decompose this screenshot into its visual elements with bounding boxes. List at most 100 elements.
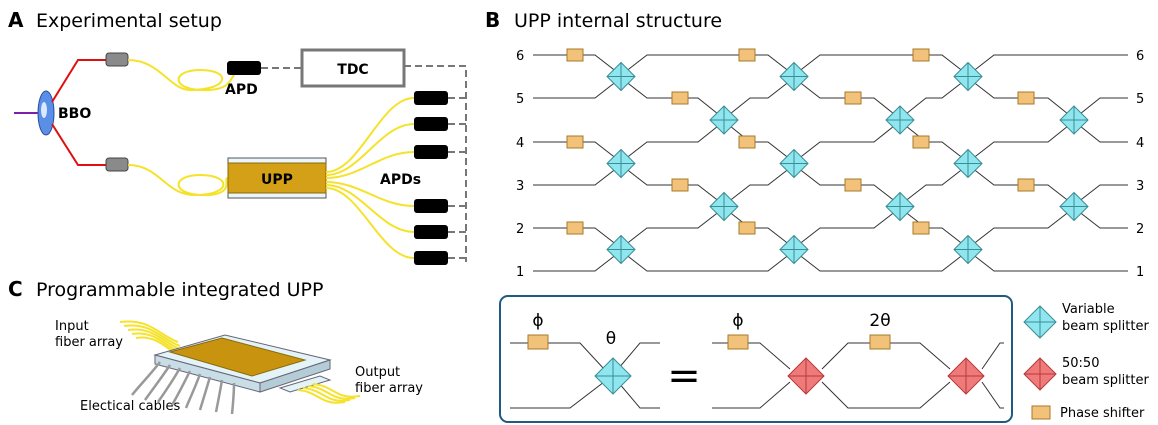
variable-beam-splitter xyxy=(885,105,915,135)
apd-output-3 xyxy=(414,145,448,159)
phase-shifter xyxy=(912,135,930,149)
fiber-coupler-upper xyxy=(105,52,129,67)
legend-phase-shifter-icon xyxy=(1031,405,1051,420)
variable-beam-splitter xyxy=(779,61,809,92)
panel-b-letter: B xyxy=(485,8,500,32)
variable-beam-splitter xyxy=(953,61,983,92)
electrical-cables xyxy=(131,361,236,415)
upp-label: UPP xyxy=(261,172,293,188)
inset-5050-bs-2 xyxy=(947,357,985,395)
inset-right: ϕ 2θ xyxy=(712,311,1004,409)
phase-shifter xyxy=(566,48,584,62)
phase-shifter xyxy=(738,221,756,235)
panel-a: A Experimental setup BBO APD TDC UPP xyxy=(8,8,467,265)
legend: Variable beam splitter 50:50 beam splitt… xyxy=(1023,302,1149,421)
apd-label: APD xyxy=(225,82,258,98)
waveguide-mode-2 xyxy=(533,212,1128,244)
port-right-3: 3 xyxy=(1136,179,1144,194)
port-right-1: 1 xyxy=(1136,265,1144,280)
phase-shifter xyxy=(738,48,756,62)
port-left-1: 1 xyxy=(516,265,524,280)
variable-beam-splitter xyxy=(1059,191,1089,222)
apds-label: APDs xyxy=(380,172,421,188)
variable-beam-splitter xyxy=(779,148,809,179)
equivalence-inset xyxy=(499,295,1013,423)
inset-equals: = xyxy=(667,353,701,399)
phase-shifter xyxy=(738,135,756,149)
apd-cables xyxy=(448,97,466,259)
variable-beam-splitter xyxy=(606,234,636,265)
port-right-6: 6 xyxy=(1136,49,1144,64)
phase-shifter xyxy=(566,135,584,149)
cables-label: Electical cables xyxy=(80,399,181,414)
mesh-beam-splitters xyxy=(606,61,1089,265)
legend-bs-line2: beam splitter xyxy=(1062,373,1149,388)
output-fiber-array xyxy=(297,383,361,404)
panel-a-title: Experimental setup xyxy=(36,10,222,32)
inset-theta: θ xyxy=(606,329,616,349)
input-label-line2: fiber array xyxy=(55,335,123,350)
output-label-line2: fiber array xyxy=(355,381,423,396)
port-left-3: 3 xyxy=(516,179,524,194)
inset-phi-right: ϕ xyxy=(732,311,743,331)
mesh-phase-shifters xyxy=(566,48,1035,235)
variable-beam-splitter xyxy=(953,148,983,179)
phase-shifter xyxy=(844,178,862,192)
variable-beam-splitter xyxy=(1059,105,1089,135)
variable-beam-splitter xyxy=(709,191,739,222)
legend-5050-bs-icon xyxy=(1023,357,1057,391)
variable-beam-splitter xyxy=(885,191,915,222)
port-left-5: 5 xyxy=(516,92,524,107)
phase-shifter xyxy=(912,221,930,235)
variable-beam-splitter xyxy=(779,234,809,265)
output-label-line1: Output xyxy=(355,365,400,380)
output-fiber-bundle xyxy=(325,97,415,259)
legend-bs-line1: 50:50 xyxy=(1062,356,1099,371)
fiber-loop-upper xyxy=(127,59,251,92)
panel-c: C Programmable integrated UPP Input fibe… xyxy=(8,277,423,415)
photon-path-lower xyxy=(51,123,108,166)
variable-beam-splitter xyxy=(606,148,636,179)
phase-shifter xyxy=(912,48,930,62)
apd-trigger xyxy=(227,61,261,75)
port-left-6: 6 xyxy=(516,49,524,64)
phase-shifter xyxy=(1017,178,1035,192)
panel-c-letter: C xyxy=(8,277,23,301)
port-right-4: 4 xyxy=(1136,136,1144,151)
apd-output-1 xyxy=(414,91,448,105)
inset-variable-bs xyxy=(594,357,632,395)
panel-b: B UPP internal structure 1 2 3 4 5 6 1 2… xyxy=(485,8,1149,423)
phase-shifter xyxy=(844,91,862,105)
bbo-label: BBO xyxy=(58,106,91,122)
phase-shifter xyxy=(1017,91,1035,105)
tdc-box xyxy=(300,48,406,88)
input-label-line1: Input xyxy=(55,319,89,334)
port-right-5: 5 xyxy=(1136,92,1144,107)
panel-a-letter: A xyxy=(8,8,24,32)
inset-5050-bs-1 xyxy=(787,357,825,395)
port-labels-right: 1 2 3 4 5 6 xyxy=(1136,49,1144,280)
apd-output-2 xyxy=(414,117,448,131)
port-right-2: 2 xyxy=(1136,222,1144,237)
tdc-bus-cable xyxy=(404,65,467,262)
inset-two-theta: 2θ xyxy=(869,311,890,331)
upp-chip xyxy=(227,162,327,194)
legend-vbs-line2: beam splitter xyxy=(1062,319,1149,334)
apd-output-4 xyxy=(414,199,448,213)
chip-substrate-front xyxy=(259,359,331,393)
phase-shifter xyxy=(671,91,689,105)
panel-b-title: UPP internal structure xyxy=(514,10,722,32)
legend-variable-bs-icon xyxy=(1023,305,1057,339)
phase-shifter xyxy=(566,221,584,235)
tdc-label: TDC xyxy=(337,62,368,78)
variable-beam-splitter xyxy=(709,105,739,135)
inset-phi-left: ϕ xyxy=(532,311,543,331)
phase-shifter xyxy=(671,178,689,192)
port-left-2: 2 xyxy=(516,222,524,237)
legend-vbs-line1: Variable xyxy=(1062,302,1115,317)
apd-output-5 xyxy=(414,225,448,239)
bbo-highlight xyxy=(41,102,47,118)
port-left-4: 4 xyxy=(516,136,524,151)
apd-output-6 xyxy=(414,251,448,265)
